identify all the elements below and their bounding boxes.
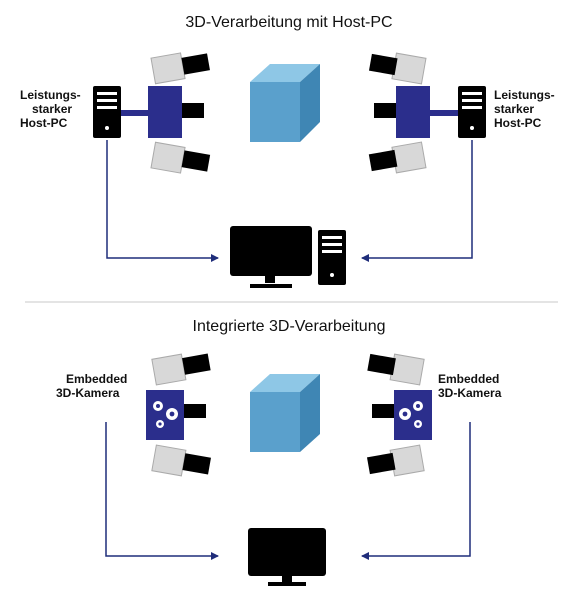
top-right-host-pc-tower-icon [458,86,486,138]
bottom-right-gears-icon [399,401,423,428]
top-left-host-pc-tower-icon [93,86,121,138]
bottom-right-embedded-camera-icon [366,353,432,477]
top-right-link-bar [430,110,458,116]
top-right-arrow [361,140,473,262]
label-line: starker [494,102,535,116]
bottom-left-gears-icon [153,401,178,428]
top-left-arrow [106,140,219,262]
label-line: Leistungs- [494,88,555,102]
bottom-left-embedded-camera-label: Embedded 3D-Kamera [56,372,127,400]
bottom-right-embedded-camera-label: Embedded 3D-Kamera [438,372,501,400]
label-line: Host-PC [494,116,542,130]
bottom-section-title: Integrierte 3D-Verarbeitung [192,318,386,335]
label-line: Leistungs- [20,88,81,102]
top-workstation-tower-icon [318,230,346,285]
label-line: Host-PC [20,116,68,130]
top-section-title: 3D-Verarbeitung mit Host-PC [185,14,393,31]
bottom-left-embedded-camera-icon [146,353,211,477]
top-left-projector-cluster-icon [148,52,211,174]
bottom-right-arrow [361,422,471,560]
label-line: starker [32,102,73,116]
bottom-cube-object-icon [250,374,320,452]
top-cube-object-icon [250,64,320,142]
label-line: 3D-Kamera [438,386,502,400]
top-left-link-bar [121,110,148,116]
top-right-host-pc-label: Leistungs- starker Host-PC [494,88,555,130]
bottom-left-arrow [105,422,219,560]
top-left-host-pc-label: Leistungs- starker Host-PC [20,88,81,130]
top-workstation-monitor-icon [230,226,312,288]
bottom-monitor-icon [248,528,326,586]
label-line: 3D-Kamera [56,386,120,400]
top-right-projector-cluster-icon [368,52,430,174]
label-line: Embedded [66,372,128,386]
label-line: Embedded [438,372,500,386]
